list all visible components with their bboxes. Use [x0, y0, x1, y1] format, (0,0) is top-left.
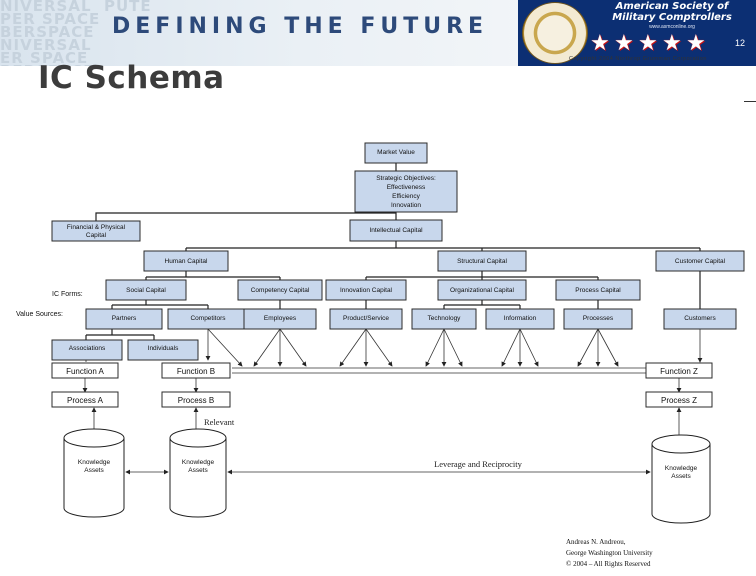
human-capital-node: Human Capital	[143, 250, 229, 272]
org-name-line1: American Society of	[615, 1, 729, 12]
competency-capital-node: Competency Capital	[237, 279, 323, 301]
node-label: Human Capital	[165, 258, 209, 265]
process-capital-node: Process Capital	[555, 279, 641, 301]
affiliation-credit: George Washington University	[566, 549, 653, 557]
employees-node: Employees	[243, 308, 317, 330]
node-label: Competency Capital	[251, 287, 310, 294]
edge-mark	[744, 101, 756, 102]
copyright-notice: Copyright 2004 Northrop Grumman Corporat…	[569, 56, 707, 62]
node-label: Intellectual Capital	[369, 227, 423, 234]
connector-financial	[95, 212, 396, 221]
node-label: Innovation	[391, 202, 421, 209]
node-label: Process Capital	[575, 287, 621, 294]
node-label: Information	[504, 315, 537, 322]
node-label: Efficiency	[392, 193, 420, 200]
value-sources-label: Value Sources:	[16, 311, 63, 318]
individuals-node: Individuals	[127, 339, 199, 361]
process-label: Process A	[67, 396, 104, 405]
node-label: Associations	[69, 345, 106, 352]
technology-node: Technology	[411, 308, 477, 330]
node-label: Effectiveness	[387, 184, 426, 191]
function-label: Function A	[66, 367, 104, 376]
financial-capital-node: Financial & Physical Capital	[51, 220, 141, 242]
banner-title: DEFINING THE FUTURE	[112, 14, 489, 39]
processes-node: Processes	[563, 308, 633, 330]
leverage-label: Leverage and Reciprocity	[434, 459, 523, 469]
star-icon: ★	[686, 30, 706, 55]
node-label: Structural Capital	[457, 258, 507, 265]
node-label: Competitors	[190, 315, 226, 322]
node-label: Employees	[264, 315, 297, 322]
process-label: Process B	[178, 396, 214, 405]
node-label: Strategic Objectives:	[376, 175, 436, 182]
node-label: Product/Service	[343, 315, 389, 322]
fan-arrows	[85, 328, 703, 367]
node-label: Customers	[684, 315, 716, 322]
star-icon: ★	[662, 30, 682, 55]
relevant-label: Relevant	[204, 417, 235, 427]
function-a-box: Function A	[51, 362, 119, 379]
process-a-box: Process A	[51, 391, 119, 408]
author-credit: Andreas N. Andreou,	[566, 538, 626, 546]
org-name-line2: Military Comptrollers	[612, 12, 732, 23]
function-label: Function B	[177, 367, 215, 376]
product-service-node: Product/Service	[329, 308, 403, 330]
star-icon: ★	[614, 30, 634, 55]
banner-background-text: NIVERSAL PUTE PER SPACE BERSPACE NIVERSA…	[0, 0, 152, 66]
node-label: Innovation Capital	[340, 287, 393, 294]
node-label: Individuals	[148, 345, 179, 352]
intellectual-capital-node: Intellectual Capital	[349, 219, 443, 242]
customer-capital-node: Customer Capital	[655, 250, 745, 272]
function-label: Function Z	[660, 367, 698, 376]
market-value-node: Market Value	[364, 142, 428, 164]
ic-forms-label: IC Forms:	[52, 291, 83, 298]
competitors-node: Competitors	[167, 308, 249, 330]
partners-node: Partners	[85, 308, 163, 330]
node-label: Market Value	[377, 149, 415, 156]
slide-title: IC Schema	[38, 60, 225, 96]
process-b-box: Process B	[161, 391, 231, 408]
node-label: Social Capital	[126, 287, 166, 294]
social-capital-node: Social Capital	[105, 279, 187, 301]
node-label: Organizational Capital	[450, 287, 515, 294]
asmc-seal	[522, 2, 588, 64]
page-number: 12	[735, 38, 746, 48]
customers-node: Customers	[663, 308, 737, 330]
structural-capital-node: Structural Capital	[437, 250, 527, 272]
connector-lines	[85, 163, 701, 340]
node-label: Processes	[583, 315, 614, 322]
function-b-box: Function B	[161, 362, 231, 379]
node-label: Partners	[112, 315, 137, 322]
node-label: Financial & Physical	[67, 224, 126, 231]
information-node: Information	[485, 308, 555, 330]
strategic-objectives-node: Strategic Objectives: Effectiveness Effi…	[354, 170, 458, 213]
rights-credit: © 2004 – All Rights Reserved	[566, 560, 651, 568]
node-label: Customer Capital	[675, 258, 726, 265]
organizational-capital-node: Organizational Capital	[437, 279, 527, 301]
function-z-box: Function Z	[645, 362, 713, 379]
star-icon: ★	[590, 30, 610, 55]
org-name: American Society of Military Comptroller…	[592, 1, 752, 23]
node-label: Technology	[428, 315, 462, 322]
associations-node: Associations	[51, 339, 123, 361]
process-z-box: Process Z	[645, 391, 713, 408]
node-label: Capital	[86, 232, 107, 239]
star-icon: ★	[638, 30, 658, 55]
process-label: Process Z	[661, 396, 697, 405]
org-url: www.asmconline.org	[649, 24, 695, 30]
innovation-capital-node: Innovation Capital	[325, 279, 407, 301]
